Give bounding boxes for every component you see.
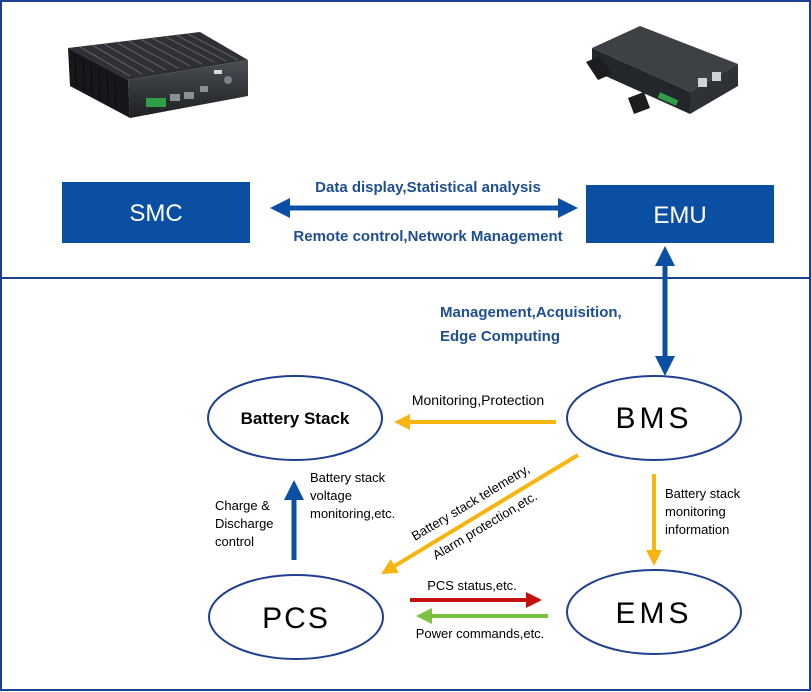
ems-node <box>566 569 742 655</box>
bms-ems-label-line1: Battery stack <box>665 486 741 501</box>
emu-bms-label-line2: Edge Computing <box>440 328 560 345</box>
pcs-ems-label: PCS status,etc. <box>427 578 517 593</box>
bms-ems-label-line2: monitoring <box>665 504 726 519</box>
emu-box <box>586 185 774 243</box>
emu-label: EMU <box>653 202 706 229</box>
smc-label: SMC <box>129 200 182 227</box>
bms-battery-label: Monitoring,Protection <box>412 392 544 408</box>
pcs-battery-left-line3: control <box>215 534 254 549</box>
emu-bms-label-line1: Management,Acquisition, <box>440 304 622 321</box>
industrial-pc-device-icon <box>68 32 248 118</box>
smc-emu-bottom-label: Remote control,Network Management <box>293 228 562 245</box>
ems-pcs-label: Power commands,etc. <box>416 626 545 641</box>
bms-pcs-arrow <box>381 453 580 575</box>
battery-stack-label: Battery Stack <box>241 409 350 428</box>
battery-stack-node <box>207 375 383 461</box>
bms-ems-label-line3: information <box>665 522 729 537</box>
smc-box <box>62 182 250 243</box>
pcs-battery-right-line3: monitoring,etc. <box>310 506 395 521</box>
pcs-battery-right-line1: Battery stack <box>310 470 386 485</box>
pcs-battery-right-line2: voltage <box>310 488 352 503</box>
emu-device-icon <box>586 26 738 114</box>
bms-node <box>566 375 742 461</box>
pcs-battery-left-line1: Charge & <box>215 498 270 513</box>
smc-emu-top-label: Data display,Statistical analysis <box>315 179 541 196</box>
bms-label: BMS <box>615 402 692 435</box>
ems-label: EMS <box>615 597 692 630</box>
pcs-label: PCS <box>262 602 330 635</box>
pcs-node <box>208 574 384 660</box>
pcs-battery-left-line2: Discharge <box>215 516 274 531</box>
